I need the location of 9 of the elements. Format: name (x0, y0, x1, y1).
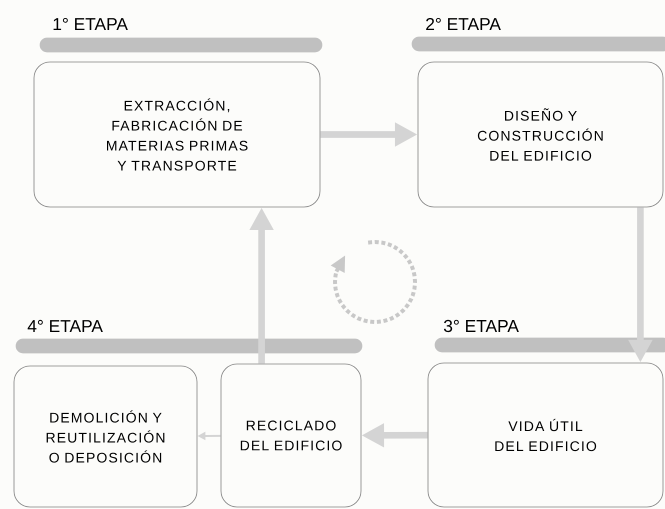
stage-label: 2° ETAPA (426, 18, 501, 30)
process-box: VIDA ÚTIL DEL EDIFICIO (428, 362, 664, 508)
process-box: DEMOLICIÓN Y REUTILIZACIÓN O DEPOSICIÓN (14, 366, 198, 508)
stage-label: 3° ETAPA (444, 320, 519, 332)
process-box: RECICLADO DEL EDIFICIO (220, 364, 362, 508)
stage-label: 1° ETAPA (54, 18, 128, 30)
process-box: EXTRACCIÓN, FABRICACIÓN DE MATERIAS PRIMAS Y TRANSPORTE (34, 62, 320, 208)
stage-label: 4° ETAPA (28, 320, 103, 332)
process-box: DISEÑO Y CONSTRUCCIÓN DEL EDIFICIO (418, 62, 664, 208)
